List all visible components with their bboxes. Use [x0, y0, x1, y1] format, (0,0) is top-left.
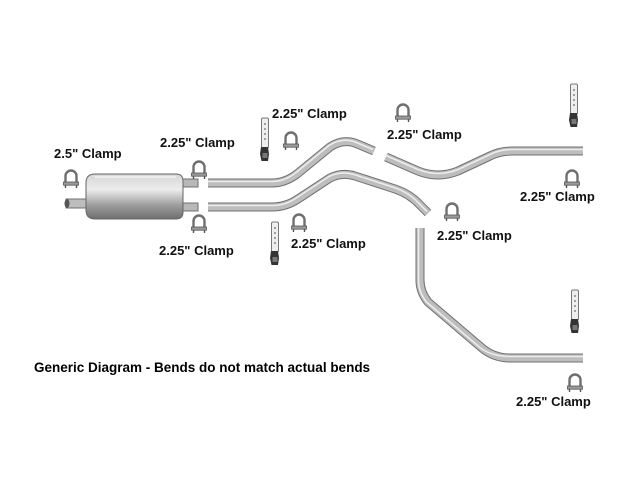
pipe-assembly [179, 137, 583, 363]
exhaust-hanger-icon [569, 289, 580, 334]
u-bolt-clamp-icon [190, 160, 208, 181]
lower-exhaust-pipe [208, 169, 583, 363]
u-bolt-clamp-icon [290, 213, 308, 234]
u-bolt-clamp-icon [566, 373, 584, 394]
u-bolt-clamp-icon [443, 202, 461, 223]
clamp-label-lower-pipe-joint: 2.25" Clamp [291, 236, 366, 251]
upper-exhaust-pipe [208, 137, 583, 188]
u-bolt-clamp-icon [190, 214, 208, 235]
clamp-label-muffler-outlet-lower: 2.25" Clamp [159, 243, 234, 258]
clamp-label-lower-tailpipe: 2.25" Clamp [516, 394, 591, 409]
u-bolt-clamp-icon [563, 169, 581, 190]
exhaust-hanger-icon [269, 221, 280, 266]
u-bolt-clamp-icon [62, 169, 80, 190]
diagram-disclaimer: Generic Diagram - Bends do not match act… [34, 360, 371, 375]
u-bolt-clamp-icon [282, 131, 300, 152]
exhaust-hanger-icon [259, 117, 270, 162]
clamp-label-muffler-outlet-upper: 2.25" Clamp [160, 135, 235, 150]
u-bolt-clamp-icon [394, 103, 412, 124]
clamp-label-upper-tailpipe: 2.25" Clamp [520, 189, 595, 204]
clamp-label-upper-pipe-joint: 2.25" Clamp [272, 106, 347, 121]
clamp-label-muffler-inlet: 2.5" Clamp [54, 146, 122, 161]
clamp-label-upper-crossover: 2.25" Clamp [387, 127, 462, 142]
clamp-label-lower-crossover: 2.25" Clamp [437, 228, 512, 243]
exhaust-hanger-icon [568, 83, 579, 128]
muffler-icon [64, 173, 184, 220]
